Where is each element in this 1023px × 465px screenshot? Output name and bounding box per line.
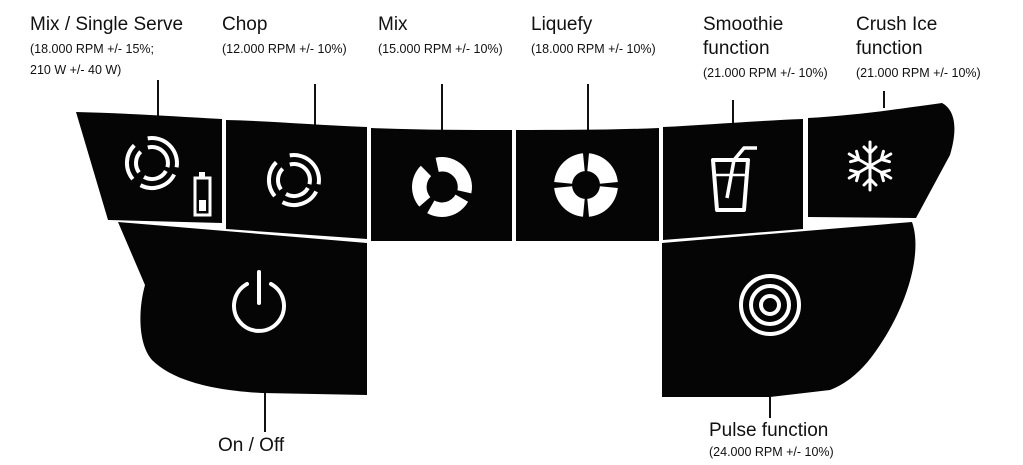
liquefy-button-shape[interactable] — [516, 128, 659, 241]
smoothie-button[interactable] — [663, 119, 803, 240]
crush-ice-title-line2: function — [856, 38, 923, 59]
smoothie-title-line2: function — [703, 38, 770, 59]
glass-with-straw-icon — [711, 146, 757, 212]
pulse-spec: (24.000 RPM +/- 10%) — [709, 445, 834, 459]
chop-button[interactable] — [226, 120, 367, 239]
mix-single-serve-button-shape[interactable] — [76, 112, 222, 223]
liquefy-spec: (18.000 RPM +/- 10%) — [531, 42, 656, 56]
crush-ice-label: Crush Ice function (21.000 RPM +/- 10%) — [856, 13, 981, 83]
mix-spec: (15.000 RPM +/- 10%) — [378, 42, 503, 56]
segmented-ring-icon — [554, 153, 618, 217]
segmented-ring-icon — [412, 157, 472, 218]
liquefy-title: Liquefy — [531, 14, 593, 35]
chop-title: Chop — [222, 14, 268, 35]
concentric-circles-icon — [739, 274, 801, 336]
on-off-label: On / Off — [218, 434, 284, 458]
pulse-title: Pulse function — [709, 420, 829, 441]
segmented-ring-icon — [266, 153, 321, 207]
chop-button-shape[interactable] — [226, 120, 367, 239]
smoothie-title-line1: Smoothie — [703, 14, 784, 35]
mix-single-serve-label: Mix / Single Serve (18.000 RPM +/- 15%; … — [30, 13, 183, 80]
snowflake-icon — [847, 140, 893, 192]
mix-button-shape[interactable] — [371, 128, 512, 241]
on-off-button-shape[interactable] — [118, 222, 367, 395]
mix-single-serve-spec-line1: (18.000 RPM +/- 15%; — [30, 42, 155, 56]
pulse-label: Pulse function (24.000 RPM +/- 10%) — [709, 419, 834, 462]
mix-button[interactable] — [371, 128, 512, 241]
smoothie-button-shape[interactable] — [663, 119, 803, 240]
liquefy-button[interactable] — [516, 128, 659, 241]
liquefy-label: Liquefy (18.000 RPM +/- 10%) — [531, 13, 656, 59]
chop-spec: (12.000 RPM +/- 10%) — [222, 42, 347, 56]
mix-single-serve-title: Mix / Single Serve — [30, 14, 184, 35]
mix-label: Mix (15.000 RPM +/- 10%) — [378, 13, 503, 59]
segmented-ring-icon — [124, 136, 179, 190]
crush-ice-button[interactable] — [808, 103, 955, 218]
mix-single-serve-button[interactable] — [76, 112, 222, 223]
smoothie-label: Smoothie function (21.000 RPM +/- 10%) — [703, 13, 828, 83]
on-off-button[interactable] — [118, 222, 367, 395]
mix-title: Mix — [378, 14, 408, 35]
smoothie-spec: (21.000 RPM +/- 10%) — [703, 66, 828, 80]
crush-ice-spec: (21.000 RPM +/- 10%) — [856, 66, 981, 80]
mix-single-serve-spec-line2: 210 W +/- 40 W) — [30, 63, 122, 77]
chop-label: Chop (12.000 RPM +/- 10%) — [222, 13, 347, 59]
pulse-button[interactable] — [662, 222, 916, 397]
on-off-title: On / Off — [218, 435, 285, 456]
crush-ice-title-line1: Crush Ice — [856, 14, 938, 35]
battery-icon — [193, 172, 212, 217]
power-icon — [232, 270, 286, 333]
leader-lines — [157, 80, 885, 432]
